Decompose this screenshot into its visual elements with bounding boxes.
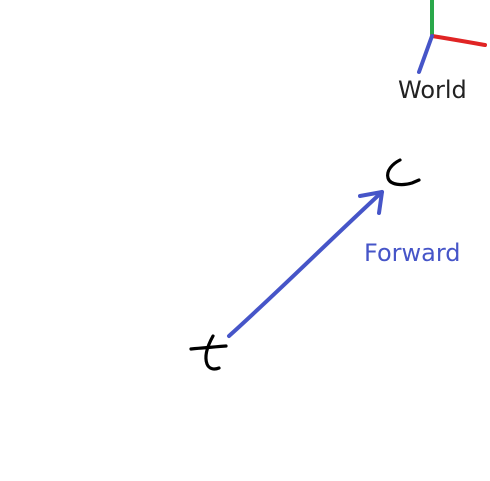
world-label: World (398, 76, 467, 104)
forward-arrow (227, 190, 384, 338)
forward-arrow-head (358, 190, 384, 215)
forward-label: Forward (364, 239, 461, 267)
end-point-glyph (386, 158, 421, 187)
start-point-glyph (189, 334, 228, 371)
world-axes-gizmo (417, 0, 487, 74)
forward-arrow-shaft (227, 190, 384, 338)
x-axis-line (430, 34, 487, 47)
z-axis-line (417, 34, 434, 74)
start-point-glyph-crossbar (189, 344, 228, 351)
start-point-glyph-stem (204, 334, 221, 371)
